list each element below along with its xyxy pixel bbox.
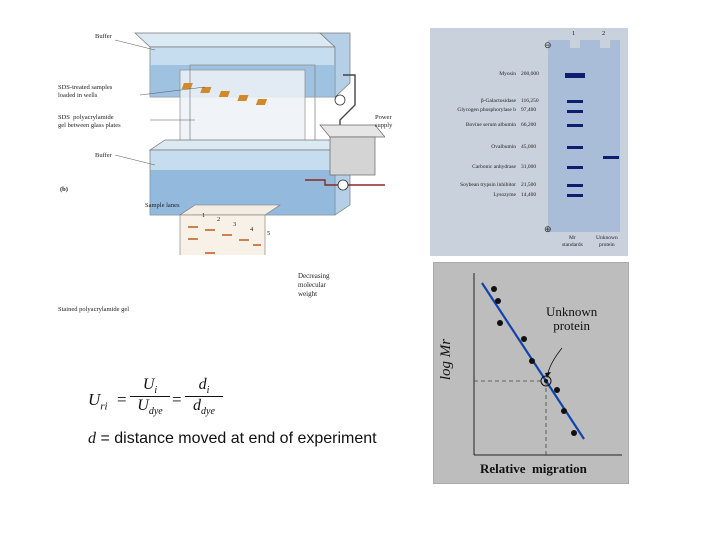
lane-number-5: 5: [267, 230, 271, 237]
lane-number-3: 3: [233, 221, 237, 228]
lane1-footer: Mr standards: [562, 235, 583, 248]
eq-lhs: Uri: [88, 390, 108, 413]
data-point: [497, 320, 503, 326]
annotation-arrow: [547, 347, 563, 374]
eq-equals-1: =: [117, 390, 127, 409]
sds-page-standards-panel: 1 2 ⊖ ⊕ Myosin 200,000 β-Galactosidase 1…: [430, 28, 628, 256]
protein-name: Myosin: [499, 71, 516, 77]
sample-wells: [181, 83, 268, 105]
band-carbonic-anhydrase: [567, 166, 583, 169]
protein-name: Ovalbumin: [491, 144, 516, 150]
lane-header-1: 1: [572, 30, 576, 37]
protein-mr: 97,400: [521, 107, 537, 113]
relative-mobility-equation: Uri = Ui Udye = di ddye: [88, 376, 308, 426]
band-unknown-protein: [603, 156, 619, 159]
band-soybean-trypsin-inhibitor: [567, 184, 583, 187]
protein-name: Lysozyme: [493, 192, 516, 198]
protein-mr: 14,400: [521, 192, 537, 198]
eq-fraction-1: Ui Udye: [130, 376, 170, 417]
y-axis-label: log Mr: [438, 338, 455, 381]
protein-mr: 116,250: [521, 98, 539, 104]
gel-slab: [548, 40, 620, 232]
band-beta-galactosidase: [567, 100, 583, 103]
protein-mr: 45,000: [521, 144, 537, 150]
well-notch-2: [600, 40, 610, 48]
protein-name: Carbonic anhydrase: [472, 164, 516, 170]
protein-name: Soybean trypsin inhibitor: [460, 182, 516, 188]
label-sample-lanes: Sample lanes: [145, 202, 180, 209]
data-point: [529, 358, 535, 364]
label-buffer-top: Buffer: [95, 33, 112, 40]
lane-number-1: 1: [202, 212, 206, 219]
label-gel: SDS polyacrylamide gel between glass pla…: [58, 114, 121, 129]
protein-mr: 200,000: [521, 71, 539, 77]
label-decreasing-mw: Decreasing molecular weight: [298, 272, 330, 298]
protein-list: Myosin 200,000 β-Galactosidase 116,250 G…: [430, 28, 550, 256]
protein-mr: 21,500: [521, 182, 537, 188]
unknown-protein-marker: [540, 375, 552, 387]
protein-name: Glycogen phosphorylase b: [457, 107, 516, 113]
label-stained-gel: Stained polyacrylamide gel: [58, 306, 130, 313]
well-notch-1: [570, 40, 580, 48]
panel-letter: (b): [60, 186, 68, 193]
lane2-footer: Unknown protein: [596, 235, 618, 248]
protein-mr: 31,000: [521, 164, 537, 170]
eq-equals-2: =: [172, 390, 182, 409]
plot-svg: [473, 273, 622, 456]
band-lysozyme: [567, 194, 583, 197]
protein-name: β-Galactosidase: [480, 98, 516, 104]
data-point: [554, 387, 560, 393]
data-point: [561, 408, 567, 414]
lane-number-4: 4: [250, 226, 254, 233]
label-samples: SDS-treated samples loaded in wells: [58, 84, 113, 99]
protein-mr: 66,200: [521, 122, 537, 128]
lane-header-2: 2: [602, 30, 606, 37]
band-glycogen-phosphorylase: [567, 110, 583, 113]
data-point: [571, 430, 577, 436]
label-power-supply: Power supply: [375, 114, 393, 129]
negative-electrode-icon: [334, 94, 346, 106]
data-point: [491, 286, 497, 292]
band-bsa: [567, 124, 583, 127]
lane-number-2: 2: [217, 216, 221, 223]
band-myosin: [565, 73, 585, 78]
protein-name: Bovine serum albumin: [465, 122, 516, 128]
plus-electrode-icon: ⊕: [544, 224, 552, 234]
minus-electrode-icon: ⊖: [544, 40, 552, 50]
eq-fraction-2: di ddye: [185, 376, 223, 417]
distance-definition: d = distance moved at end of experiment: [88, 430, 377, 447]
data-point: [495, 298, 501, 304]
band-ovalbumin: [567, 146, 583, 149]
x-axis-label: Relative migration: [480, 461, 587, 476]
log-mr-plot: log Mr Unknown protein Relative migratio…: [433, 262, 629, 484]
annotation-unknown-protein: Unknown protein: [546, 304, 598, 333]
positive-electrode-icon: [337, 179, 349, 191]
annotation-arrowhead: [545, 372, 551, 378]
data-point: [521, 336, 527, 342]
unknown-protein-point: [544, 379, 548, 383]
label-buffer-bottom: Buffer: [95, 152, 112, 159]
